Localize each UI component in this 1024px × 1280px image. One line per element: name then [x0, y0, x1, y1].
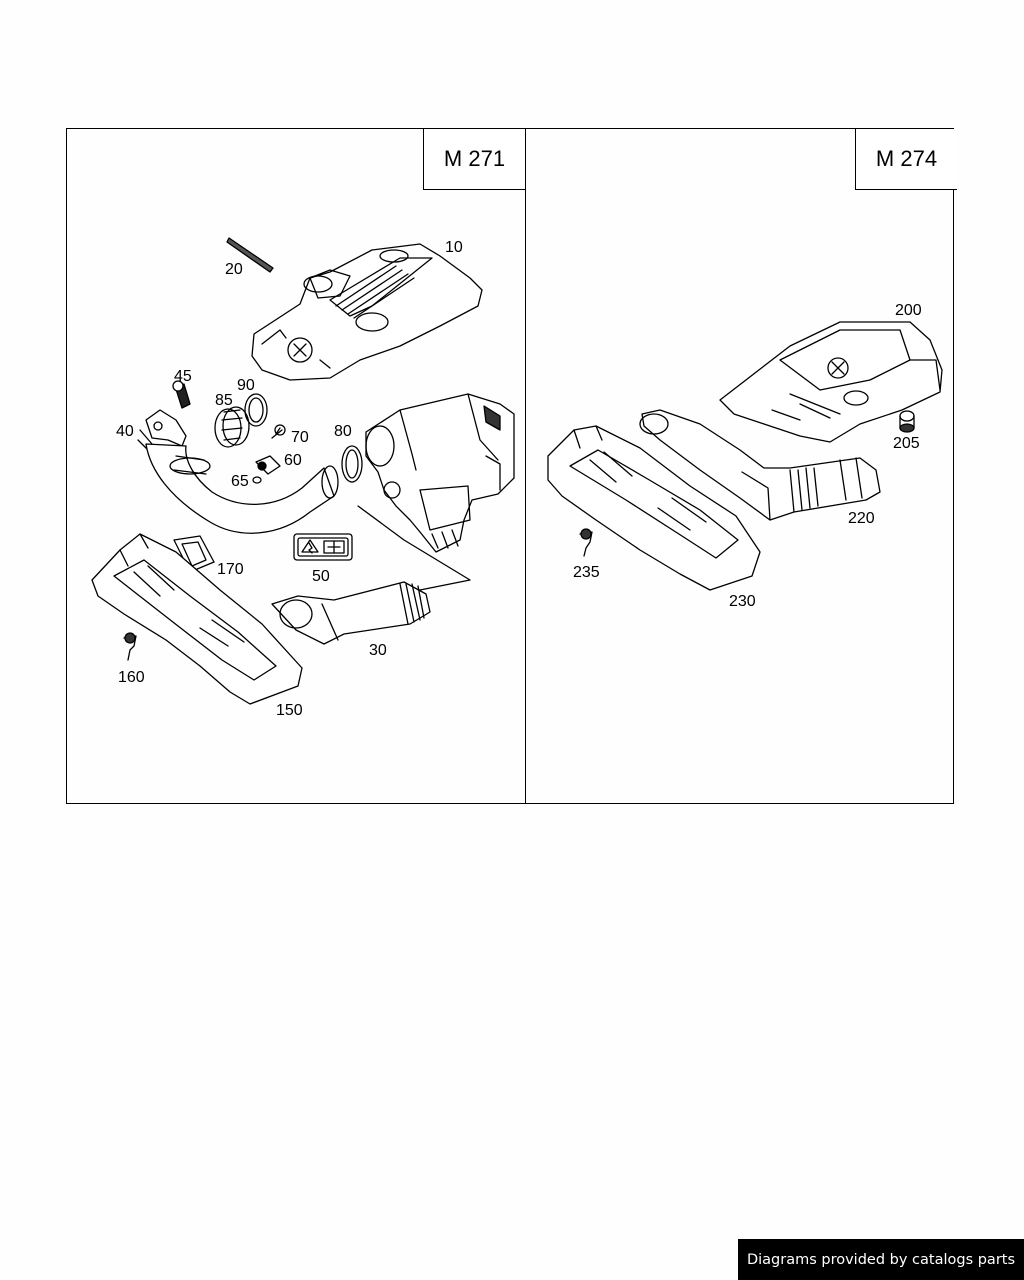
- part-220-air-duct: [639, 409, 881, 521]
- part-85-sleeve: [214, 406, 250, 448]
- part-160-clip: [123, 632, 137, 661]
- part-70-bolt: [271, 424, 286, 439]
- part-205-grommet: [899, 410, 915, 433]
- part-40-connector: [137, 409, 187, 453]
- part-200-engine-cover: [719, 321, 943, 443]
- part-65-clip: [252, 476, 262, 484]
- callout-60: 60: [284, 452, 302, 469]
- panel-m271: M 271: [67, 129, 526, 803]
- callout-160: 160: [118, 669, 145, 686]
- part-10-engine-cover: [251, 243, 483, 381]
- engine-label-m274: M 274: [855, 129, 957, 190]
- part-235-clip: [579, 528, 593, 557]
- part-20-strip: [226, 237, 274, 273]
- callout-205: 205: [893, 435, 920, 452]
- part-30-intake-hose: [271, 581, 431, 645]
- part-230-tray: [547, 425, 761, 591]
- callout-220: 220: [848, 510, 875, 527]
- diagram-frame: M 271 M 274: [66, 128, 957, 804]
- callout-20: 20: [225, 261, 243, 278]
- leader-lines-part-30: [357, 505, 471, 593]
- part-90-ring: [244, 393, 268, 427]
- callout-10: 10: [445, 239, 463, 256]
- callout-70: 70: [291, 429, 309, 446]
- callout-45: 45: [174, 368, 192, 385]
- callout-90: 90: [237, 377, 255, 394]
- part-45-fitting: [172, 380, 191, 409]
- credit-banner: Diagrams provided by catalogs parts: [738, 1239, 1024, 1280]
- callout-50: 50: [312, 568, 330, 585]
- callout-150: 150: [276, 702, 303, 719]
- callout-85: 85: [215, 392, 233, 409]
- callout-40: 40: [116, 423, 134, 440]
- callout-230: 230: [729, 593, 756, 610]
- engine-label-m271: M 271: [423, 129, 525, 190]
- part-150-tray: [91, 533, 303, 705]
- callout-170: 170: [217, 561, 244, 578]
- callout-235: 235: [573, 564, 600, 581]
- callout-65: 65: [231, 473, 249, 490]
- part-intake-bend-duct: [145, 443, 339, 534]
- callout-30: 30: [369, 642, 387, 659]
- part-air-filter-housing: [365, 393, 515, 553]
- callout-80: 80: [334, 423, 352, 440]
- part-80-clamp: [341, 445, 363, 483]
- callout-200: 200: [895, 302, 922, 319]
- panel-m274: M 274: [526, 129, 957, 803]
- part-50-warning-label: [293, 533, 353, 561]
- part-60-valve: [255, 455, 281, 475]
